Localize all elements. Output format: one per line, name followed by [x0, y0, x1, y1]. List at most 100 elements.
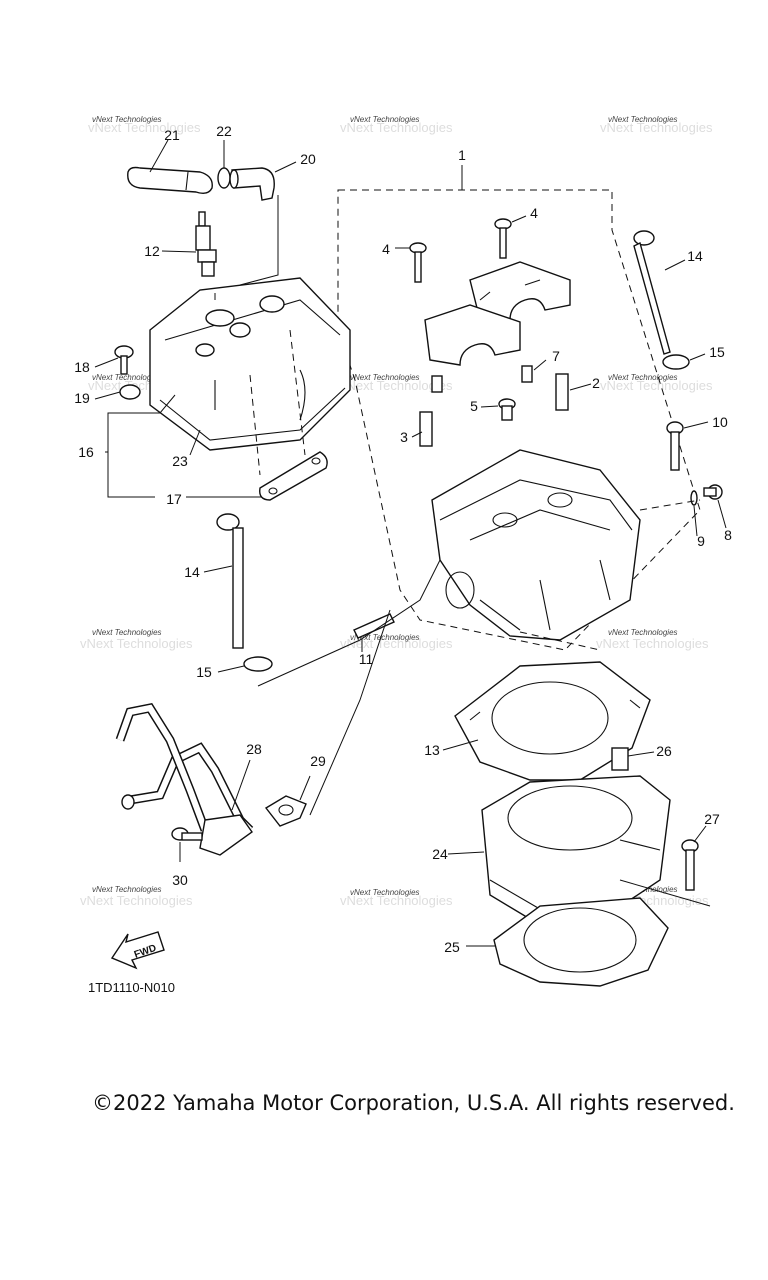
part-number-label: 9 — [697, 533, 705, 549]
part-number-label: 15 — [709, 344, 725, 360]
watermark-text: vNext Technologies — [92, 373, 162, 382]
cylinder-part — [481, 775, 671, 926]
watermark-shadow: vNext Technologies — [80, 893, 193, 908]
watermark-shadow: vNext Technologies — [340, 636, 453, 651]
part-number-label: 13 — [424, 742, 440, 758]
fwd-arrow-icon: FWD — [110, 931, 165, 970]
head-gasket-part — [454, 661, 651, 781]
base-gasket-part — [493, 897, 669, 987]
part-number-label: 18 — [74, 359, 90, 375]
valve-guide-part — [419, 373, 569, 447]
part-number-label: 14 — [184, 564, 200, 580]
copyright-notice: ©2022 Yamaha Motor Corporation, U.S.A. A… — [92, 1091, 735, 1115]
watermark-shadow: vNext Technologies — [80, 636, 193, 651]
breather-fitting-part — [229, 167, 275, 201]
valve-seal-part — [498, 398, 516, 421]
watermark-shadow: vNext Technologies — [596, 636, 709, 651]
watermark-text: vNext Technologies — [92, 115, 162, 124]
part-number-label: 19 — [74, 390, 90, 406]
part-number-label: 3 — [400, 429, 408, 445]
part-number-label: 11 — [359, 651, 374, 667]
small-bolt-part — [703, 484, 723, 500]
spark-plug-part — [195, 211, 217, 277]
washer-part — [690, 490, 698, 506]
watermark-text: vNext Technologies — [92, 628, 162, 637]
part-number-label: 5 — [470, 398, 478, 414]
part-number-label: 15 — [196, 664, 212, 680]
leader-lines — [94, 139, 727, 947]
part-number-label: 24 — [432, 846, 448, 862]
part-number-label: 14 — [687, 248, 703, 264]
part-number-label: 30 — [172, 872, 188, 888]
watermark-text: vNext Technologies — [350, 633, 420, 642]
grommet-part — [119, 384, 141, 400]
long-bolt-part — [216, 230, 671, 649]
watermark-shadow: vNext Technologies — [88, 120, 201, 135]
dowel-pin-part — [431, 365, 533, 393]
watermark-text: vNext Technologies — [350, 115, 420, 124]
head-cover-part — [149, 277, 351, 451]
watermark-shadow: vNext Technologies — [340, 120, 453, 135]
flange-bolt-part — [666, 421, 684, 471]
part-number-label: 28 — [246, 741, 262, 757]
watermark-text: vNext Technologies — [92, 885, 162, 894]
water-pipe-part — [115, 702, 254, 856]
cap-bolt-part — [409, 218, 512, 283]
stud-bolt-part — [353, 613, 395, 639]
breather-hose-part — [127, 166, 213, 195]
part-number-label: 20 — [300, 151, 316, 167]
watermark-shadow: vNext Technologies — [340, 378, 453, 393]
watermark-text: vNext Technologies — [350, 373, 420, 382]
part-number-label: 4 — [382, 241, 390, 257]
clamp-part — [217, 167, 231, 189]
part-number-label: 8 — [724, 527, 732, 543]
watermark-shadow: vNext Technologies — [600, 378, 713, 393]
part-number-label: 10 — [712, 414, 728, 430]
cylinder-head-part — [431, 449, 641, 641]
gasket-strip-part — [259, 451, 328, 501]
dashed-leader — [214, 290, 306, 476]
figure-code: 1TD1110-N010 — [88, 980, 175, 995]
bolt-part — [114, 345, 134, 375]
part-number-label: 1 — [458, 147, 466, 163]
part-number-label: 21 — [164, 127, 180, 143]
part-number-label: 4 — [530, 205, 538, 221]
head-washer-part — [243, 354, 690, 672]
leader-line — [239, 195, 279, 286]
part-number-label: 25 — [444, 939, 460, 955]
part-number-label: 17 — [166, 491, 182, 507]
part-number-label: 22 — [216, 123, 232, 139]
watermark-text: vNext Technologies — [350, 888, 420, 897]
part-number-label: 12 — [144, 243, 160, 259]
part-number-label: 27 — [704, 811, 720, 827]
part-number-label: 16 — [78, 444, 94, 460]
part-number-label: 23 — [172, 453, 188, 469]
part-number-label: 2 — [592, 375, 600, 391]
watermark-shadow: vNext Technologies — [600, 120, 713, 135]
cylinder-dowel-part — [611, 747, 629, 771]
part-number-label: 7 — [552, 348, 560, 364]
pipe-gasket-part — [264, 795, 307, 827]
watermark-shadow: vNext Technologies — [340, 893, 453, 908]
watermark-text: vNext Technologies — [608, 628, 678, 637]
cylinder-bolt-part — [681, 839, 699, 891]
part-number-label: 26 — [656, 743, 672, 759]
part-number-label: 29 — [310, 753, 326, 769]
camshaft-cap-part — [424, 261, 571, 366]
pipe-bolt-part — [171, 827, 203, 841]
watermark-text: vNext Technologies — [608, 373, 678, 382]
watermark-text: vNext Technologies — [608, 115, 678, 124]
